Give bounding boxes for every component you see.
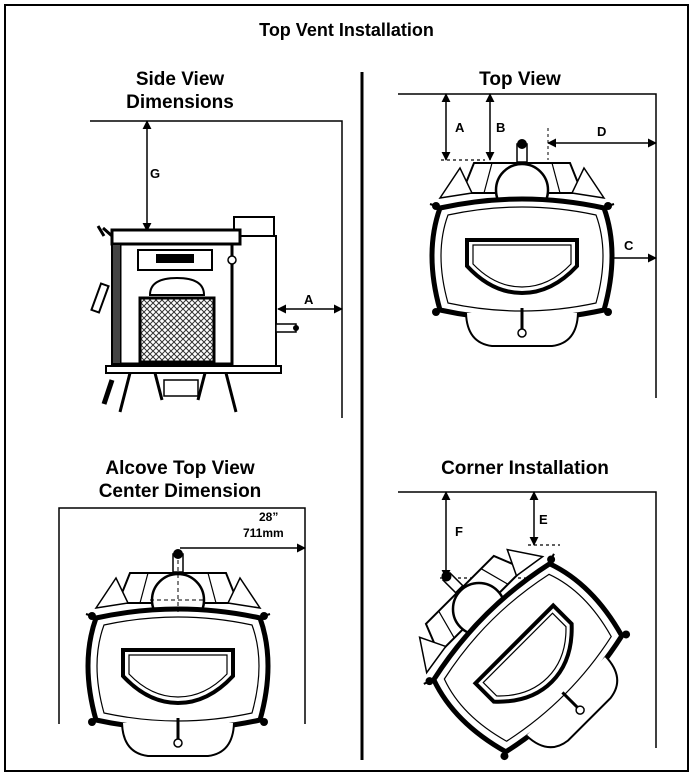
top-view-label-d: D xyxy=(597,124,607,139)
alcove-view-title: Alcove Top View Center Dimension xyxy=(40,457,320,503)
alcove-view-stove xyxy=(86,549,270,756)
corner-walls xyxy=(398,491,657,748)
corner-view-label-f: F xyxy=(455,524,463,539)
alcove-view-title-line1: Alcove Top View xyxy=(105,458,255,479)
top-view-title: Top View xyxy=(479,69,561,90)
corner-view-label-e: E xyxy=(539,512,548,527)
top-view-label-c: C xyxy=(624,238,634,253)
alcove-walls xyxy=(58,507,306,724)
corner-view-stove xyxy=(378,508,654,776)
top-view-stove xyxy=(430,139,614,346)
side-view-title-line2: Dimensions xyxy=(126,92,234,113)
top-view-drawing xyxy=(398,93,657,398)
alcove-view-drawing xyxy=(58,507,306,756)
alcove-dim-inches: 28” xyxy=(259,510,279,524)
side-view-title-line1: Side View xyxy=(135,69,225,90)
side-view-title: Side View Dimensions xyxy=(60,68,300,114)
diagram-title: Top Vent Installation xyxy=(259,20,434,40)
alcove-view-title-line2: Center Dimension xyxy=(98,481,262,502)
side-view-drawing xyxy=(90,120,343,418)
top-view-label-b: B xyxy=(496,120,506,135)
corner-view-title: Corner Installation xyxy=(441,458,609,479)
corner-view-drawing xyxy=(378,491,657,776)
top-view-label-a: A xyxy=(455,120,465,135)
top-view-wall-lines xyxy=(398,93,657,398)
side-view-label-g: G xyxy=(150,166,161,181)
alcove-dim-mm: 711mm xyxy=(243,526,284,540)
diagram-frame xyxy=(4,4,689,772)
side-view-label-a: A xyxy=(304,292,314,307)
side-view-wall-lines xyxy=(90,120,343,418)
side-view-stove xyxy=(90,216,299,413)
